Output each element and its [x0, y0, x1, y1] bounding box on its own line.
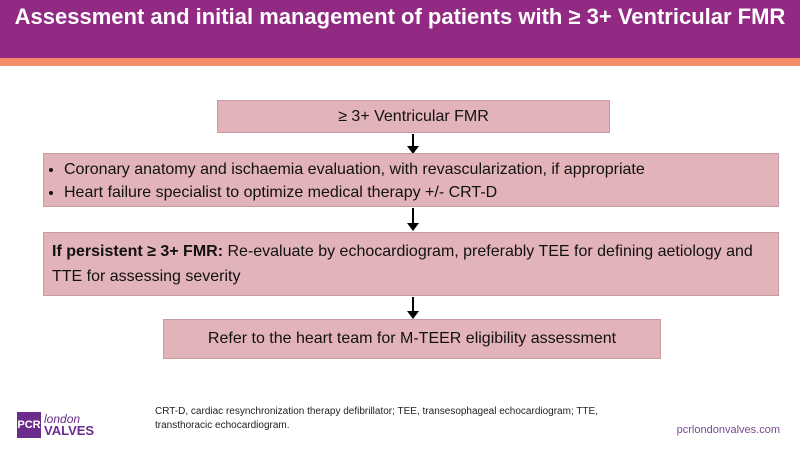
flow-step-3-bold: If persistent ≥ 3+ FMR:	[52, 243, 224, 260]
flow-step-2-item: Heart failure specialist to optimize med…	[64, 181, 778, 204]
logo-line2: VALVES	[44, 423, 95, 438]
arrow-icon	[407, 134, 419, 154]
flow-step-1: ≥ 3+ Ventricular FMR	[217, 100, 610, 133]
website-url: pcrlondonvalves.com	[676, 424, 780, 436]
abbreviations-footnote: CRT-D, cardiac resynchronization therapy…	[155, 406, 598, 431]
header-stripe	[0, 58, 800, 66]
logo-mark: PCR	[17, 412, 41, 438]
logo-line1: london	[44, 412, 81, 426]
flow-step-4-text: Refer to the heart team for M-TEER eligi…	[207, 330, 617, 347]
slide-title: Assessment and initial management of pat…	[0, 0, 800, 58]
flow-step-3-text: Re-evaluate by echocardiogram, preferabl…	[52, 243, 753, 285]
flow-step-4: Refer to the heart team for M-TEER eligi…	[163, 319, 661, 359]
flow-step-1-text: ≥ 3+ Ventricular FMR	[338, 108, 489, 125]
arrow-icon	[407, 297, 419, 319]
arrow-icon	[407, 208, 419, 231]
flow-step-2-item: Coronary anatomy and ischaemia evaluatio…	[64, 158, 778, 181]
flow-step-2: Coronary anatomy and ischaemia evaluatio…	[43, 153, 779, 207]
flow-step-3: If persistent ≥ 3+ FMR: Re-evaluate by e…	[43, 232, 779, 296]
